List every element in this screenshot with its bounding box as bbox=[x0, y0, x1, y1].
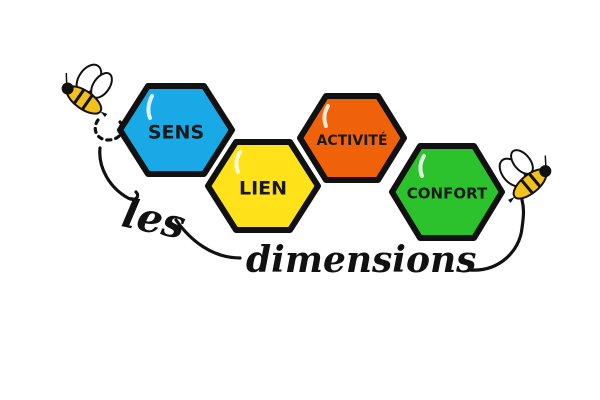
script-connector bbox=[174, 218, 242, 260]
script-dimensions: dimensions bbox=[246, 239, 476, 281]
bee-left-stripe-2 bbox=[81, 94, 94, 110]
hexagon-sens-highlight bbox=[146, 94, 154, 120]
bee-right-stripe-1 bbox=[520, 179, 534, 194]
hexagon-sens: SENS bbox=[117, 83, 235, 177]
bee-left-head bbox=[61, 82, 74, 95]
hexagon-activite-label: ACTIVITÉ bbox=[316, 132, 387, 149]
hexagon-activite-highlight bbox=[322, 104, 330, 128]
hexagon-confort: CONFORT bbox=[389, 143, 505, 241]
left-trail-curl bbox=[98, 146, 140, 201]
bee-left-stripe-1 bbox=[73, 89, 85, 104]
hexagon-lien-label: LIEN bbox=[239, 178, 287, 200]
bee-left-stinger bbox=[100, 111, 108, 118]
hexagon-confort-highlight bbox=[418, 154, 426, 178]
bee-left-antenna bbox=[65, 72, 68, 83]
hexagon-confort-label: CONFORT bbox=[407, 185, 488, 203]
bee-right-stinger bbox=[508, 196, 515, 203]
bee-icon bbox=[498, 149, 552, 203]
hexagon-sens-label: SENS bbox=[148, 122, 204, 144]
hexagon-activite: ACTIVITÉ bbox=[297, 93, 407, 183]
hexagon-lien-highlight bbox=[234, 150, 242, 174]
bee-icon bbox=[61, 63, 113, 118]
bee-right-head bbox=[539, 165, 552, 178]
bee-right-stripe-2 bbox=[528, 173, 541, 188]
bee-right-antenna bbox=[544, 155, 547, 166]
hexagon-lien: LIEN bbox=[205, 139, 321, 233]
script-les: les bbox=[118, 190, 190, 249]
right-trail bbox=[468, 198, 526, 272]
